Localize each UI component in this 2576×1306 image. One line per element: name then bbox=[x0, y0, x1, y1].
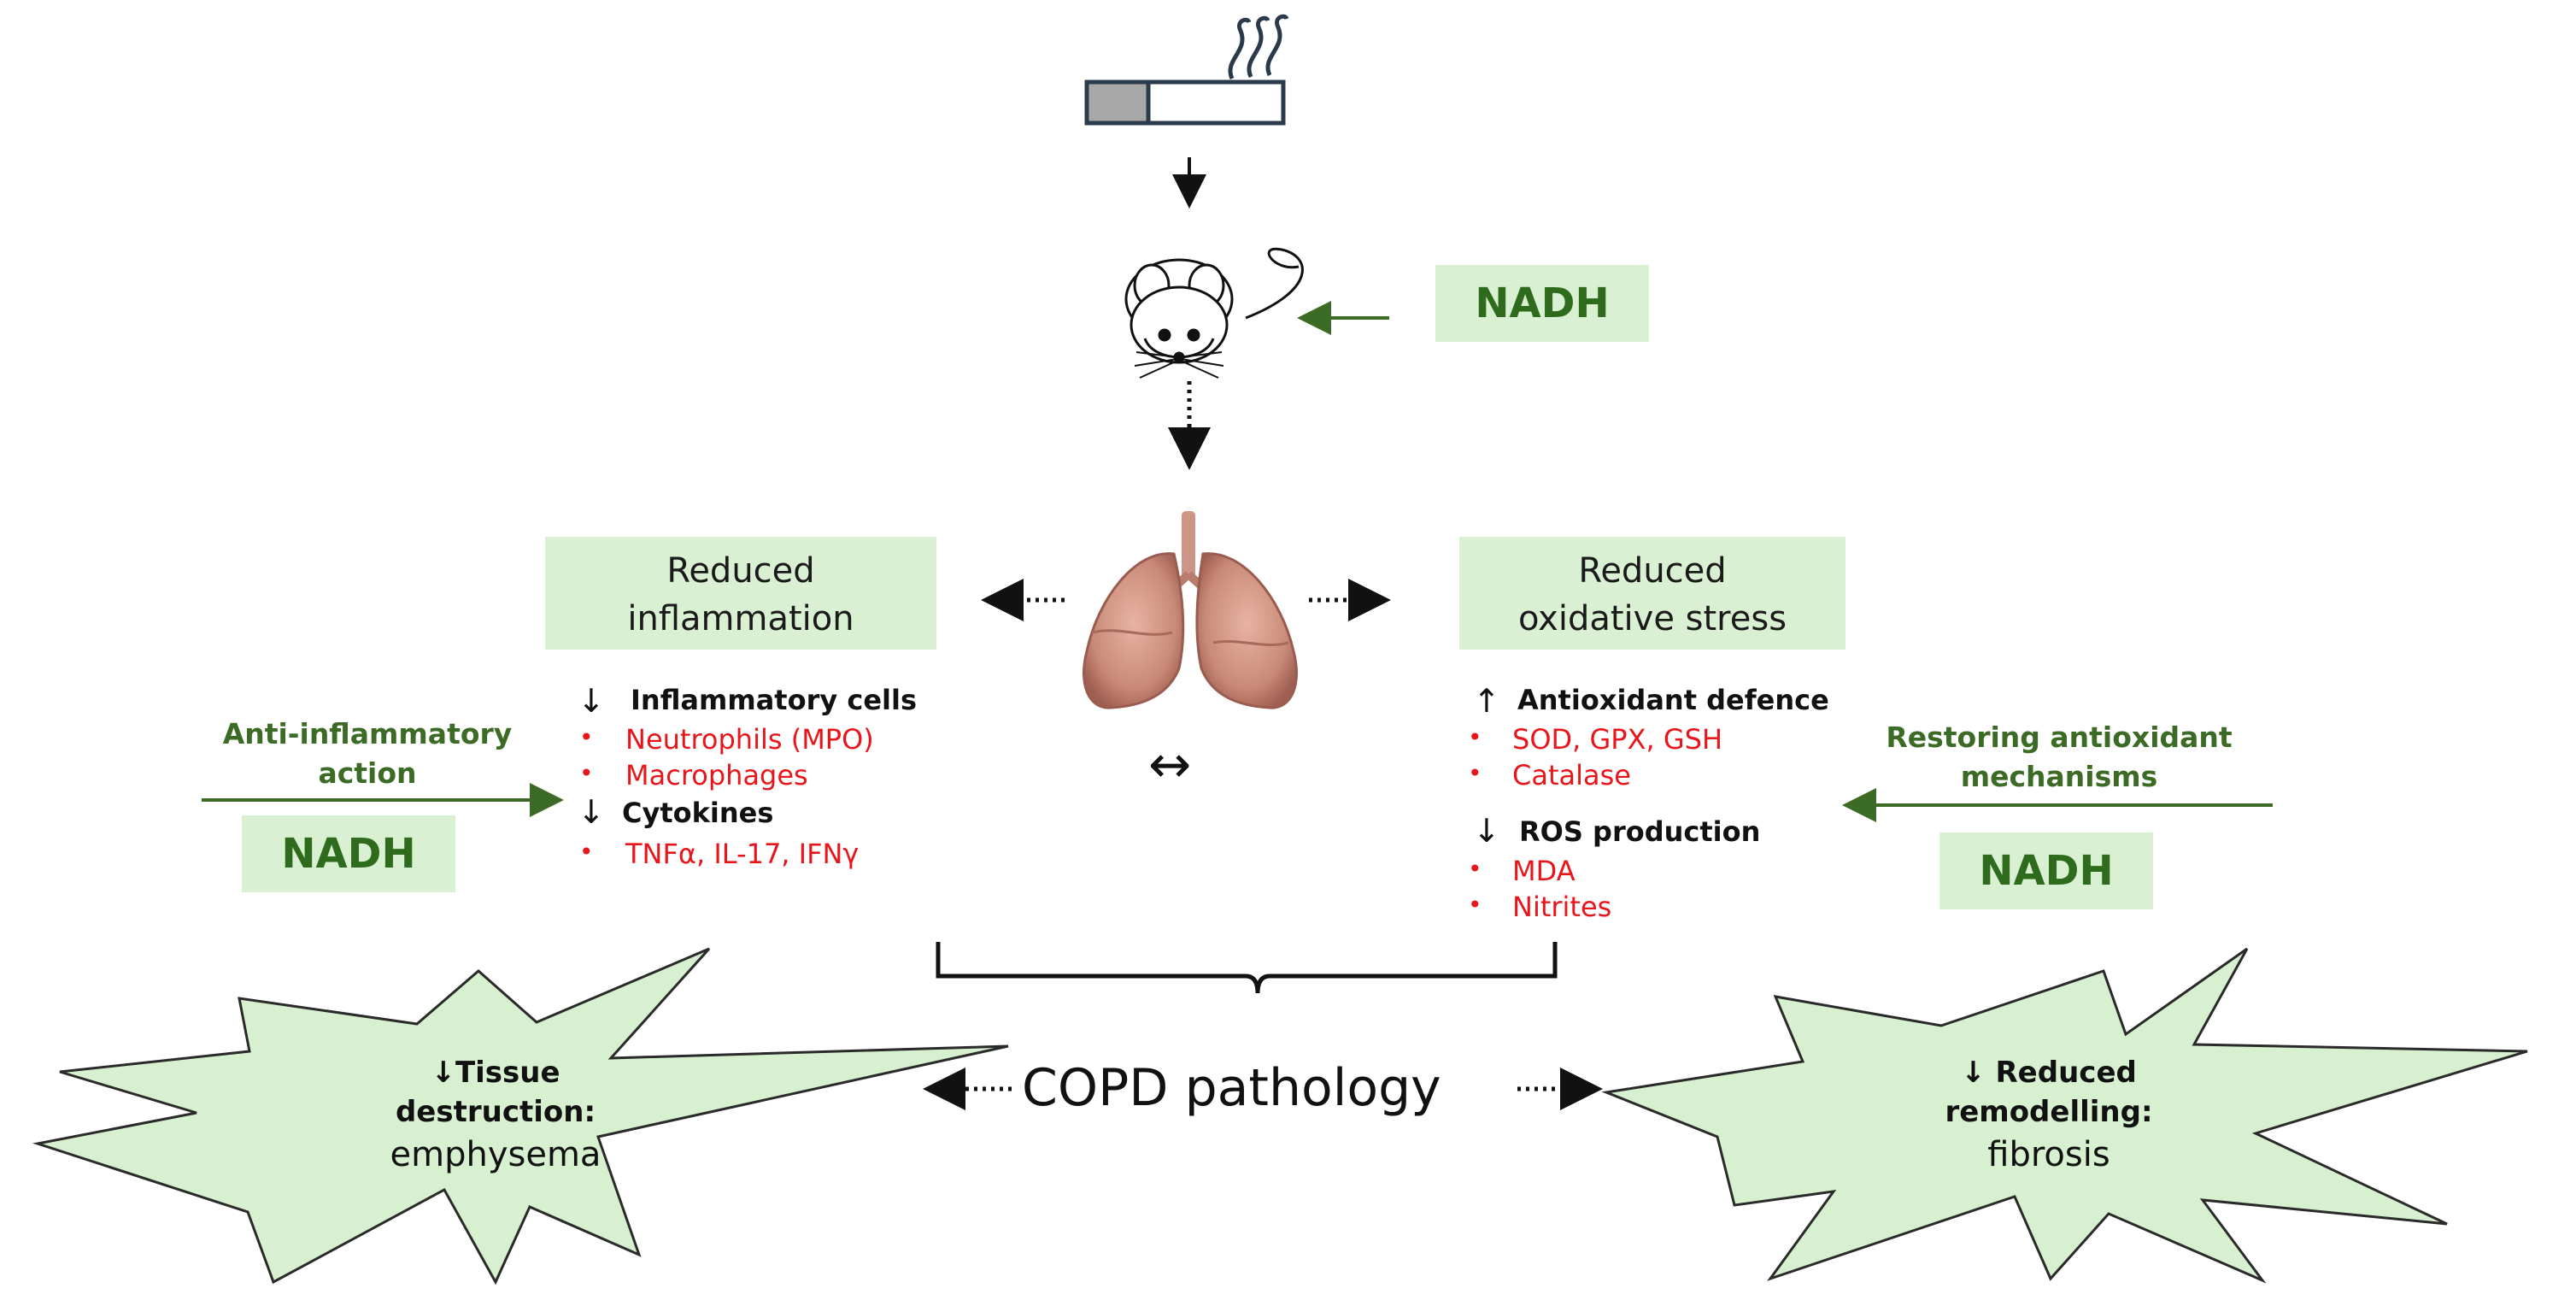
reduced-inflammation-box: Reduced inflammation bbox=[545, 537, 936, 650]
emphysema-text: ↓Tissue destruction: emphysema bbox=[333, 1053, 658, 1178]
nadh-label-top: NADH bbox=[1475, 279, 1610, 327]
right-action-line1: Restoring antioxidant bbox=[1886, 721, 2233, 754]
right-group2-title: ROS production bbox=[1519, 815, 1761, 848]
fibrosis-burst bbox=[1601, 947, 2528, 1284]
right-bullet-2: • bbox=[1468, 759, 1482, 787]
right-item-sod: SOD, GPX, GSH bbox=[1512, 723, 1723, 756]
nadh-box-right: NADH bbox=[1939, 832, 2153, 909]
reduced-oxidative-box: Reduced oxidative stress bbox=[1459, 537, 1845, 650]
left-item-macrophages: Macrophages bbox=[625, 759, 808, 791]
left-bullet-3: • bbox=[579, 838, 594, 866]
left-action-line1: Anti-inflammatory bbox=[222, 717, 513, 750]
left-bullet-2: • bbox=[579, 759, 594, 787]
emphysema-line2: destruction: bbox=[395, 1095, 596, 1129]
left-group1-arrow: ↓ bbox=[578, 682, 605, 720]
emphysema-arrow: ↓ bbox=[431, 1056, 455, 1090]
right-item-catalase: Catalase bbox=[1512, 759, 1631, 791]
left-item-cytokines: TNFα, IL-17, IFNγ bbox=[625, 838, 860, 870]
emphysema-line1: ↓Tissue bbox=[333, 1053, 658, 1092]
emphysema-line3: emphysema bbox=[390, 1135, 601, 1174]
right-bullet-4: • bbox=[1468, 891, 1482, 919]
nadh-label-right: NADH bbox=[1979, 847, 2114, 895]
mouse-icon bbox=[1124, 247, 1304, 379]
right-item-nitrites: Nitrites bbox=[1512, 891, 1612, 923]
copd-bracket bbox=[936, 942, 1558, 994]
right-bullet-1: • bbox=[1468, 723, 1482, 751]
fibrosis-line1: ↓ Reduced bbox=[1887, 1053, 2211, 1092]
right-action-line2: mechanisms bbox=[1960, 760, 2158, 793]
fibrosis-title: Reduced bbox=[1995, 1056, 2137, 1090]
left-group2-arrow: ↓ bbox=[578, 793, 605, 831]
copd-pathology-label: COPD pathology bbox=[1022, 1058, 1441, 1118]
fibrosis-text: ↓ Reduced remodelling: fibrosis bbox=[1887, 1053, 2211, 1178]
reduced-inflammation-line1: Reduced bbox=[666, 551, 815, 591]
emphysema-title: Tissue bbox=[455, 1056, 560, 1090]
emphysema-burst bbox=[32, 947, 1009, 1285]
fibrosis-arrow: ↓ bbox=[1961, 1056, 1986, 1090]
fibrosis-line2: remodelling: bbox=[1945, 1095, 2153, 1129]
reduced-inflammation-line2: inflammation bbox=[627, 599, 854, 638]
right-group1-arrow: ↑ bbox=[1473, 682, 1500, 720]
left-item-neutrophils: Neutrophils (MPO) bbox=[625, 723, 874, 756]
reduced-oxidative-line1: Reduced bbox=[1578, 551, 1727, 591]
right-group2-arrow: ↓ bbox=[1473, 812, 1500, 850]
left-group1-title: Inflammatory cells bbox=[631, 684, 917, 716]
lungs-icon bbox=[1083, 511, 1298, 709]
right-bullet-3: • bbox=[1468, 855, 1482, 883]
nadh-label-left: NADH bbox=[281, 830, 416, 878]
left-action-line2: action bbox=[318, 756, 417, 790]
left-action-label: Anti-inflammatory action bbox=[171, 715, 564, 793]
nadh-box-left: NADH bbox=[242, 815, 455, 892]
right-action-label: Restoring antioxidant mechanisms bbox=[1845, 718, 2273, 797]
right-item-mda: MDA bbox=[1512, 855, 1576, 887]
cigarette-icon bbox=[1084, 14, 1289, 126]
left-group2-title: Cytokines bbox=[622, 797, 774, 829]
bidirectional-arrow-icon: ↔ bbox=[1148, 735, 1192, 795]
reduced-oxidative-line2: oxidative stress bbox=[1517, 599, 1787, 638]
nadh-box-top: NADH bbox=[1435, 265, 1649, 342]
fibrosis-line3: fibrosis bbox=[1987, 1135, 2110, 1174]
left-bullet-1: • bbox=[579, 723, 594, 751]
right-group1-title: Antioxidant defence bbox=[1517, 684, 1829, 716]
